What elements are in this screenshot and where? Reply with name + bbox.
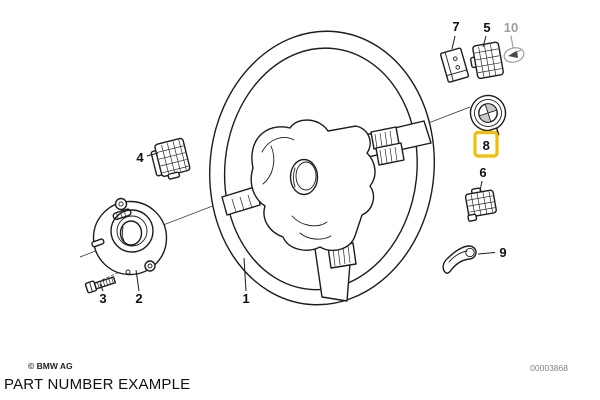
part-label-6: 6 [479,165,486,180]
highlighted-part-label[interactable]: 8 [473,130,499,158]
part-label-1: 1 [242,291,249,306]
right-spoke-ribs [370,126,405,166]
connector-left-drawing [150,137,191,180]
part-label-8: 8 [483,138,490,153]
bracket-drawing [439,47,470,83]
part-label-2: 2 [135,291,142,306]
leader-lines [99,35,514,292]
part-number-labels: 1 2 3 4 5 6 7 9 10 8 [99,19,518,306]
horn-icon [508,50,518,58]
part-label-4: 4 [136,150,144,165]
part-label-5: 5 [483,20,490,35]
highlight-box [473,130,499,158]
part-label-10: 10 [504,20,518,35]
part-label-9: 9 [499,245,506,260]
screw-drawing [84,276,117,294]
steering-wheel-drawing [208,30,436,306]
page-caption: PART NUMBER EXAMPLE [4,376,191,393]
switch-block-drawing [469,41,504,80]
horn-button-drawing [503,47,525,63]
part-label-7: 7 [452,19,459,34]
trim-cover-drawing [442,245,477,274]
contact-plate-drawing [91,197,168,276]
copyright-text: © BMW AG [28,361,73,371]
drawing-number-text: 00003868 [530,363,568,373]
part-label-3: 3 [99,291,106,306]
connector-right-drawing [464,187,497,222]
